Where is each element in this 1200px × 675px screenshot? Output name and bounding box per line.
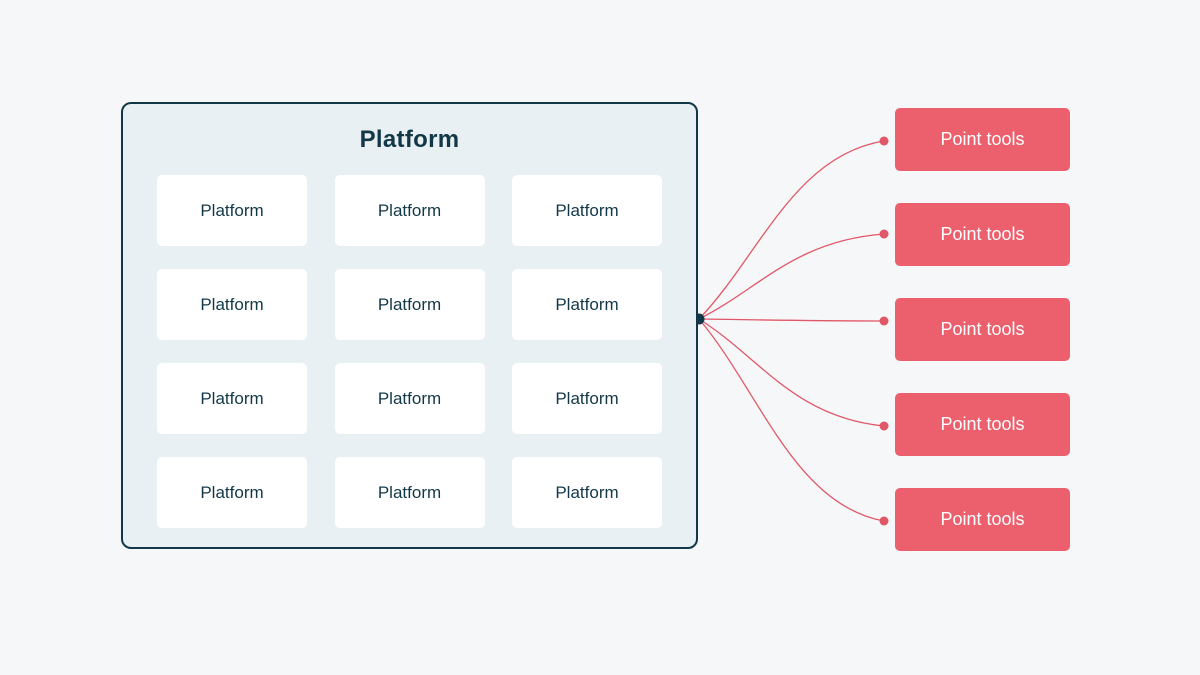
platform-cell: Platform: [334, 175, 485, 246]
platform-cell: Platform: [157, 269, 307, 340]
connector-line: [698, 318, 885, 322]
platform-container: Platform Platform Platform Platform Plat…: [121, 102, 698, 549]
connector-line: [698, 233, 885, 320]
connector-line: [698, 318, 885, 522]
platform-grid: Platform Platform Platform Platform Plat…: [157, 175, 662, 528]
point-tool-box[interactable]: Point tools: [895, 203, 1070, 266]
point-tool-box[interactable]: Point tools: [895, 108, 1070, 171]
platform-cell: Platform: [512, 269, 662, 340]
connector-line: [698, 140, 885, 320]
connector-end-dot: [879, 516, 889, 526]
connector-end-dot: [879, 229, 889, 239]
connector-end-dot: [879, 421, 889, 431]
platform-cell: Platform: [334, 457, 485, 528]
platform-cell: Platform: [334, 363, 485, 434]
platform-cell: Platform: [157, 457, 307, 528]
platform-title: Platform: [359, 126, 460, 153]
connector-line: [698, 318, 885, 427]
point-tool-box[interactable]: Point tools: [895, 298, 1070, 361]
point-tool-box[interactable]: Point tools: [895, 393, 1070, 456]
platform-cell: Platform: [512, 363, 662, 434]
platform-cell: Platform: [157, 175, 307, 246]
platform-cell: Platform: [512, 175, 662, 246]
platform-cell: Platform: [512, 457, 662, 528]
platform-cell: Platform: [334, 269, 485, 340]
platform-cell: Platform: [157, 363, 307, 434]
point-tool-box[interactable]: Point tools: [895, 488, 1070, 551]
connector-end-dot: [879, 316, 889, 326]
connector-end-dot: [879, 136, 889, 146]
